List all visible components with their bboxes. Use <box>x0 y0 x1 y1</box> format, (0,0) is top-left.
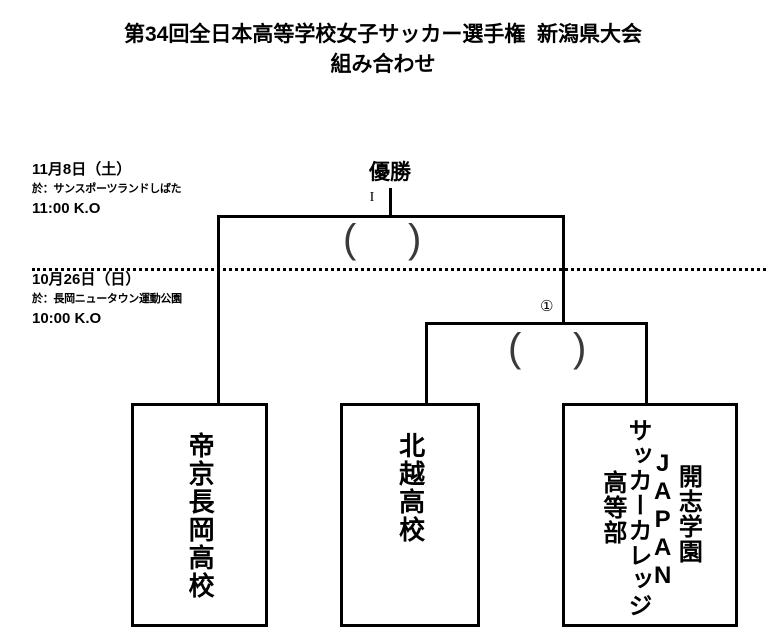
final-bracket-right-leg <box>562 215 565 325</box>
team-name-column-1: 開志学園 <box>674 464 702 564</box>
champion-stem-line <box>389 188 392 217</box>
match-number-badge: ① <box>540 297 554 315</box>
schedule-date-2: 10月26日（日） <box>32 271 141 288</box>
page-title: 第34回全日本高等学校女子サッカー選手権 新潟県大会 組み合わせ <box>0 20 766 80</box>
team-box-teikyo-nagaoka[interactable]: 帝京長岡高校 <box>131 403 268 627</box>
champion-label: 優勝 <box>369 161 411 184</box>
schedule-kickoff-2: 10:00 K.O <box>32 310 102 327</box>
team-name-column: 北越高校 <box>395 432 426 544</box>
team-name-column-2: JAPAN <box>649 450 677 590</box>
final-score-paren-right: ) <box>408 217 422 261</box>
team-box-hokuetsu[interactable]: 北越高校 <box>340 403 480 627</box>
title-line-1: 第34回全日本高等学校女子サッカー選手権 新潟県大会 <box>123 23 643 46</box>
schedule-block-1: 11月8日（土） 於：サンスポーツランドしばた 11:00 K.O <box>32 160 242 220</box>
day-divider <box>32 268 766 271</box>
semifinal-score-paren-right: ) <box>573 326 587 370</box>
semifinal-score-paren-left: ( <box>508 326 522 370</box>
schedule-venue-2: 於：長岡ニュータウン運動公園 <box>32 293 182 305</box>
final-match-number: I <box>369 190 375 205</box>
schedule-date-1: 11月8日（土） <box>32 161 132 178</box>
semifinal-bracket-left-leg <box>425 322 428 406</box>
final-score-paren-left: ( <box>343 217 357 261</box>
semifinal-bracket-right-leg <box>645 322 648 406</box>
schedule-kickoff-1: 11:00 K.O <box>32 200 101 217</box>
final-bracket-left-leg <box>217 215 220 406</box>
schedule-venue-1: 於：サンスポーツランドしばた <box>32 183 182 195</box>
semifinal-bracket-horizontal <box>425 322 648 325</box>
final-bracket-horizontal <box>217 215 565 218</box>
team-name-column-4: 高等部 <box>598 470 626 545</box>
team-box-kaishi-gakuen[interactable]: 開志学園 JAPAN サッカーカレッジ 高等部 <box>562 403 738 627</box>
team-name-column-3: サッカーカレッジ <box>624 418 651 618</box>
team-name-column: 帝京長岡高校 <box>185 432 216 600</box>
title-line-2: 組み合わせ <box>330 53 436 76</box>
schedule-block-2: 10月26日（日） 於：長岡ニュータウン運動公園 10:00 K.O <box>32 270 242 330</box>
